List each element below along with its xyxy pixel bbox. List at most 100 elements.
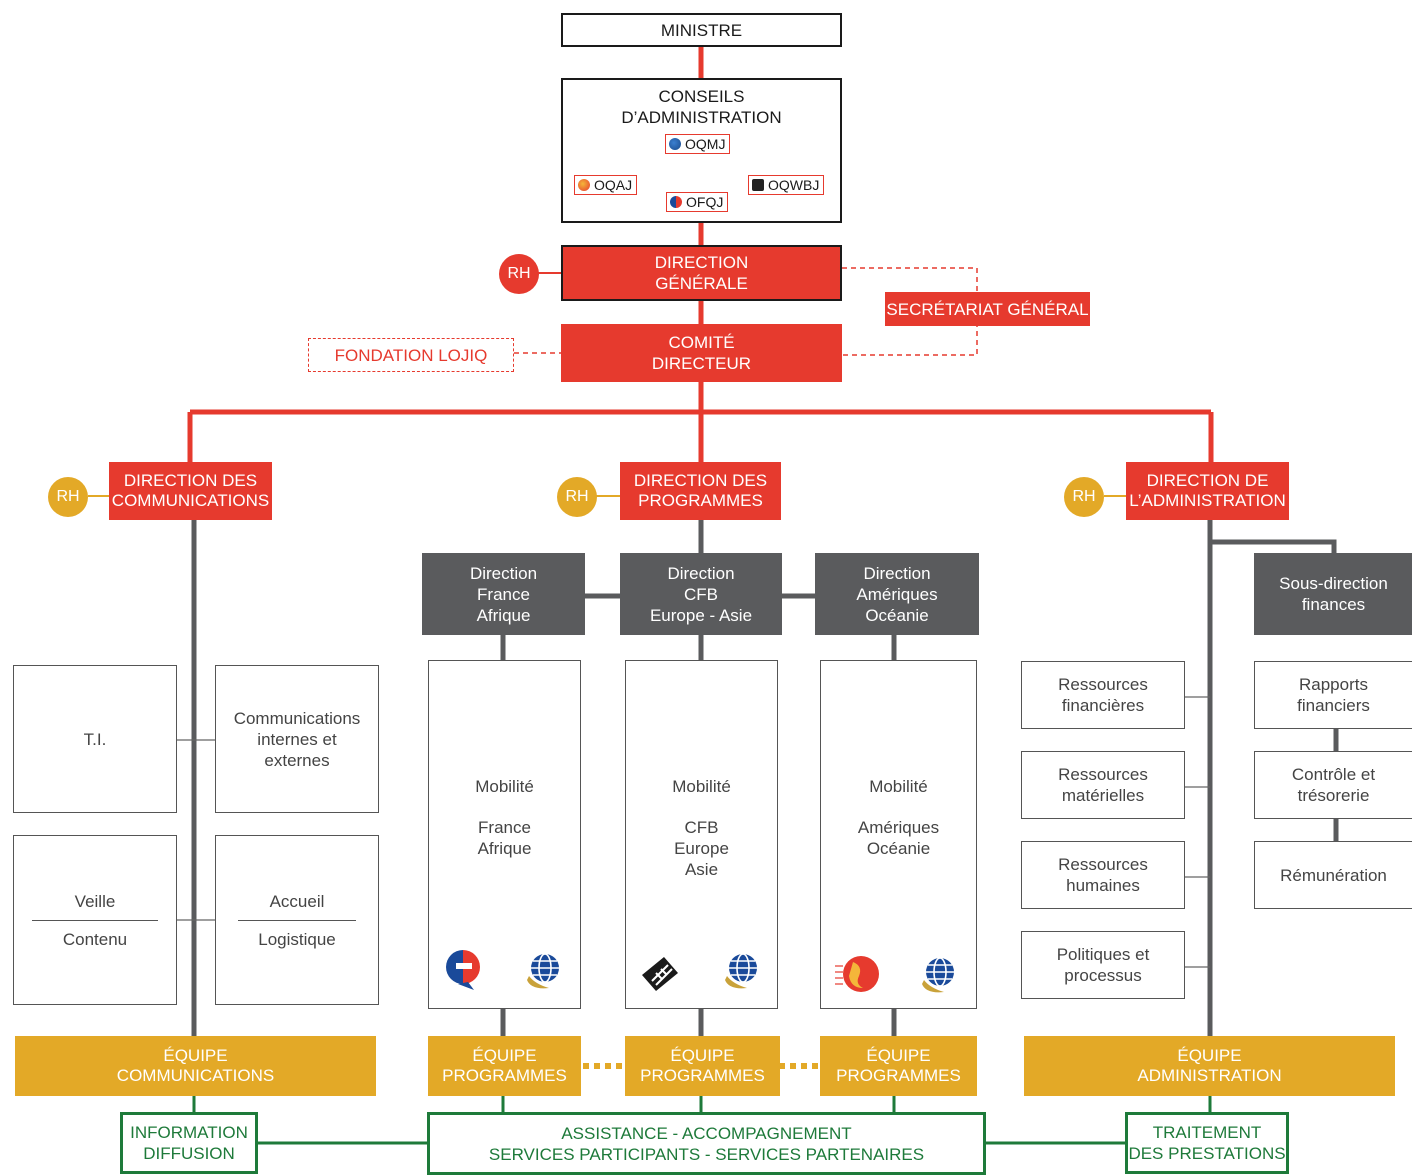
unit-contenu-label: Contenu bbox=[62, 929, 128, 949]
direction-cfb-box: Direction CFB Europe - Asie bbox=[620, 553, 782, 635]
mobilite-cfb-box: Mobilité CFB Europe Asie bbox=[625, 660, 778, 1009]
direction-france-afrique-line3: Afrique bbox=[476, 605, 531, 625]
equipe-programmes-line2: PROGRAMMES bbox=[836, 1066, 961, 1085]
secretariat-general-box: SECRÉTARIAT GÉNÉRAL bbox=[885, 292, 1090, 326]
direction-programmes-line2: PROGRAMMES bbox=[638, 491, 763, 510]
mobilite-france-afrique-line1: France bbox=[478, 818, 531, 837]
finance-unit-line2: trésorerie bbox=[1297, 786, 1370, 805]
equipe-programmes-line1: ÉQUIPE bbox=[472, 1046, 537, 1065]
mobilite-cfb-text: Mobilité CFB Europe Asie bbox=[672, 776, 731, 880]
globe-icon bbox=[725, 953, 757, 989]
equipe-programmes-line2: PROGRAMMES bbox=[442, 1066, 567, 1085]
equipe-programmes-box-2: ÉQUIPE PROGRAMMES bbox=[625, 1036, 780, 1096]
unit-communications-line3: externes bbox=[264, 750, 330, 770]
admin-unit-line1: Politiques et bbox=[1056, 945, 1150, 964]
service-information-line1: INFORMATION bbox=[130, 1123, 248, 1142]
direction-communications-box: DIRECTION DES COMMUNICATIONS bbox=[109, 462, 272, 520]
finance-unit-line1: Rapports bbox=[1299, 675, 1368, 694]
sous-direction-finances-line2: finances bbox=[1301, 595, 1366, 614]
unit-ti-label: T.I. bbox=[83, 729, 107, 749]
admin-unit-line1: Ressources bbox=[1058, 675, 1148, 694]
mobilite-ameriques-text: Mobilité Amériques Océanie bbox=[858, 776, 939, 859]
equipe-programmes-line2: PROGRAMMES bbox=[640, 1066, 765, 1085]
direction-administration-line2: L’ADMINISTRATION bbox=[1129, 491, 1286, 510]
ministre-label: MINISTRE bbox=[660, 20, 743, 40]
service-traitement-line1: TRAITEMENT bbox=[1152, 1123, 1262, 1142]
finance-unit-line1: Contrôle et bbox=[1291, 765, 1376, 784]
equipe-programmes-line1: ÉQUIPE bbox=[866, 1046, 931, 1065]
direction-france-afrique-line1: Direction bbox=[469, 563, 538, 583]
direction-ameriques-line3: Océanie bbox=[865, 605, 929, 625]
admin-unit-ressources-humaines: Ressources humaines bbox=[1021, 841, 1185, 909]
finance-unit-remuneration: Rémunération bbox=[1254, 841, 1412, 909]
mobilite-cfb-line2: Europe bbox=[674, 839, 729, 858]
org-oqmj-label: OQMJ bbox=[685, 136, 726, 152]
service-information-line2: DIFFUSION bbox=[143, 1144, 235, 1163]
service-assistance-box: ASSISTANCE - ACCOMPAGNEMENT SERVICES PAR… bbox=[427, 1112, 986, 1175]
direction-ameriques-line1: Direction bbox=[863, 563, 931, 583]
direction-communications-line1: DIRECTION DES bbox=[123, 471, 258, 490]
rh-badge-communications: RH bbox=[48, 477, 88, 517]
org-oqwbj-label: OQWBJ bbox=[768, 177, 820, 193]
admin-unit-ressources-financieres: Ressources financières bbox=[1021, 661, 1185, 729]
finance-unit-line1: Rémunération bbox=[1280, 865, 1387, 885]
org-oqaj: OQAJ bbox=[574, 175, 638, 195]
mobilite-france-afrique-box: Mobilité France Afrique bbox=[428, 660, 581, 1009]
mobilite-cfb-line3: Asie bbox=[684, 860, 719, 879]
unit-communications: Communications internes et externes bbox=[215, 665, 379, 813]
direction-ameriques-line2: Amériques bbox=[856, 584, 938, 604]
mobilite-label: Mobilité bbox=[672, 777, 731, 796]
unit-accueil-label: Accueil bbox=[269, 891, 325, 911]
ofqj-logo-icon bbox=[670, 196, 682, 208]
admin-unit-line1: Ressources bbox=[1058, 765, 1148, 784]
divider bbox=[32, 919, 158, 921]
mobilite-france-afrique-line2: Afrique bbox=[477, 839, 532, 858]
ministre-box: MINISTRE bbox=[561, 13, 842, 47]
finance-unit-line2: financiers bbox=[1297, 696, 1370, 715]
mobilite-label: Mobilité bbox=[475, 777, 534, 796]
finance-unit-rapports: Rapports financiers bbox=[1254, 661, 1412, 729]
admin-unit-line2: matérielles bbox=[1061, 786, 1145, 805]
equipe-administration-box: ÉQUIPE ADMINISTRATION bbox=[1024, 1036, 1395, 1096]
unit-accueil-logistique: Accueil Logistique bbox=[215, 835, 379, 1005]
org-ofqj-label: OFQJ bbox=[686, 194, 724, 210]
equipe-communications-box: ÉQUIPE COMMUNICATIONS bbox=[15, 1036, 376, 1096]
unit-communications-line2: internes et bbox=[257, 729, 337, 749]
direction-administration-box: DIRECTION DE L’ADMINISTRATION bbox=[1126, 462, 1289, 520]
mobilite-ameriques-box: Mobilité Amériques Océanie bbox=[820, 660, 977, 1009]
org-ofqj: OFQJ bbox=[666, 192, 729, 212]
unit-veille-label: Veille bbox=[74, 891, 116, 911]
org-oqwbj: OQWBJ bbox=[748, 175, 825, 195]
oqwbj-logo-icon bbox=[752, 179, 764, 191]
equipe-programmes-line1: ÉQUIPE bbox=[670, 1046, 735, 1065]
rh-label: RH bbox=[1072, 488, 1096, 505]
mobilite-label: Mobilité bbox=[869, 777, 928, 796]
comite-directeur-line2: DIRECTEUR bbox=[651, 354, 752, 373]
globe-icon bbox=[527, 953, 559, 989]
rh-badge-programmes: RH bbox=[557, 477, 597, 517]
admin-unit-line1: Ressources bbox=[1058, 855, 1148, 874]
service-traitement-line2: DES PRESTATIONS bbox=[1128, 1144, 1286, 1163]
direction-generale-box: DIRECTION GÉNÉRALE bbox=[561, 245, 842, 301]
direction-programmes-line1: DIRECTION DES bbox=[633, 471, 768, 490]
direction-cfb-line1: Direction bbox=[667, 563, 735, 583]
service-information-box: INFORMATION DIFFUSION bbox=[120, 1112, 258, 1174]
equipe-programmes-box-1: ÉQUIPE PROGRAMMES bbox=[428, 1036, 581, 1096]
conseils-title-line1: CONSEILS bbox=[658, 87, 745, 106]
oqaj-logo-icon bbox=[578, 179, 590, 191]
rh-label: RH bbox=[56, 488, 80, 505]
direction-generale-line1: DIRECTION bbox=[654, 253, 749, 272]
direction-generale-line2: GÉNÉRALE bbox=[655, 274, 748, 293]
sous-direction-finances-box: Sous-direction finances bbox=[1254, 553, 1412, 635]
equipe-communications-line2: COMMUNICATIONS bbox=[116, 1066, 275, 1085]
mobilite-cfb-line1: CFB bbox=[684, 818, 719, 837]
unit-veille-contenu: Veille Contenu bbox=[13, 835, 177, 1005]
secretariat-general-label: SECRÉTARIAT GÉNÉRAL bbox=[886, 299, 1089, 319]
direction-programmes-box: DIRECTION DES PROGRAMMES bbox=[620, 462, 781, 520]
comite-directeur-line1: COMITÉ bbox=[668, 333, 735, 352]
finance-unit-controle: Contrôle et trésorerie bbox=[1254, 751, 1412, 819]
service-assistance-line2: SERVICES PARTICIPANTS - SERVICES PARTENA… bbox=[488, 1144, 925, 1164]
fondation-lojiq-label: FONDATION LOJIQ bbox=[334, 345, 488, 365]
service-assistance-line1: ASSISTANCE - ACCOMPAGNEMENT bbox=[561, 1123, 852, 1143]
